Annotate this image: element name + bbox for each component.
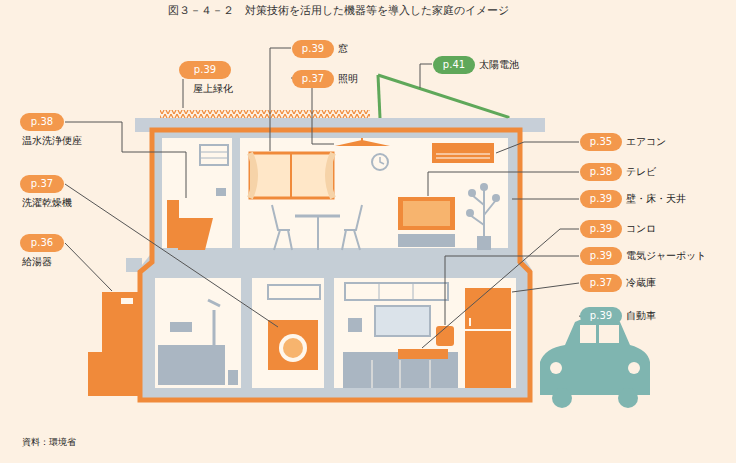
equipment-label: 冷蔵庫 [626, 277, 656, 289]
page-callout: p.38 [580, 163, 622, 181]
callout-group: p.37冷蔵庫 [580, 274, 622, 292]
callout-group: p.37照明 [292, 70, 334, 88]
equipment-label: 給湯器 [22, 256, 52, 268]
page-callout: p.39 [580, 220, 622, 238]
page-callout: p.39 [179, 61, 231, 79]
callout-group: p.39電気ジャーポット [580, 247, 622, 265]
equipment-label: 壁・床・天井 [626, 193, 686, 205]
equipment-label: テレビ [626, 166, 656, 178]
equipment-label: 自動車 [626, 310, 656, 322]
equipment-label: コンロ [626, 223, 656, 235]
callout-group: p.39壁・床・天井 [580, 190, 622, 208]
page-callout: p.37 [292, 70, 334, 88]
callout-group: p.37洗濯乾燥機 [20, 175, 64, 193]
equipment-label: 太陽電池 [479, 59, 519, 71]
figure-title: 図３－４－２ 対策技術を活用した機器等を導入した家庭のイメージ [168, 3, 509, 18]
page-callout: p.36 [20, 234, 64, 252]
page-callout: p.41 [433, 56, 475, 74]
page-callout: p.35 [580, 133, 622, 151]
page-callout: p.39 [580, 190, 622, 208]
page-callout: p.37 [580, 274, 622, 292]
page-callout: p.37 [20, 175, 64, 193]
callout-group: p.36給湯器 [20, 234, 64, 252]
source-note: 資料：環境省 [22, 436, 76, 449]
equipment-label: 照明 [338, 73, 358, 85]
equipment-label: エアコン [626, 136, 666, 148]
callout-group: p.39窓 [292, 40, 334, 58]
callout-group: p.38テレビ [580, 163, 622, 181]
page-callout: p.39 [292, 40, 334, 58]
equipment-label: 窓 [338, 43, 348, 55]
equipment-label: 洗濯乾燥機 [22, 197, 72, 209]
callout-group: p.38温水洗浄便座 [20, 113, 64, 131]
callout-group: p.35エアコン [580, 133, 622, 151]
equipment-label: 電気ジャーポット [626, 250, 706, 262]
page-callout: p.39 [580, 307, 622, 325]
equipment-label: 温水洗浄便座 [22, 135, 82, 147]
callout-group: p.39自動車 [580, 307, 622, 325]
callout-group: p.41太陽電池 [433, 56, 475, 74]
equipment-label: 屋上緑化 [193, 83, 233, 95]
page-callout: p.38 [20, 113, 64, 131]
callout-group: p.39屋上緑化 [179, 61, 231, 79]
page-callout: p.39 [580, 247, 622, 265]
callout-group: p.39コンロ [580, 220, 622, 238]
